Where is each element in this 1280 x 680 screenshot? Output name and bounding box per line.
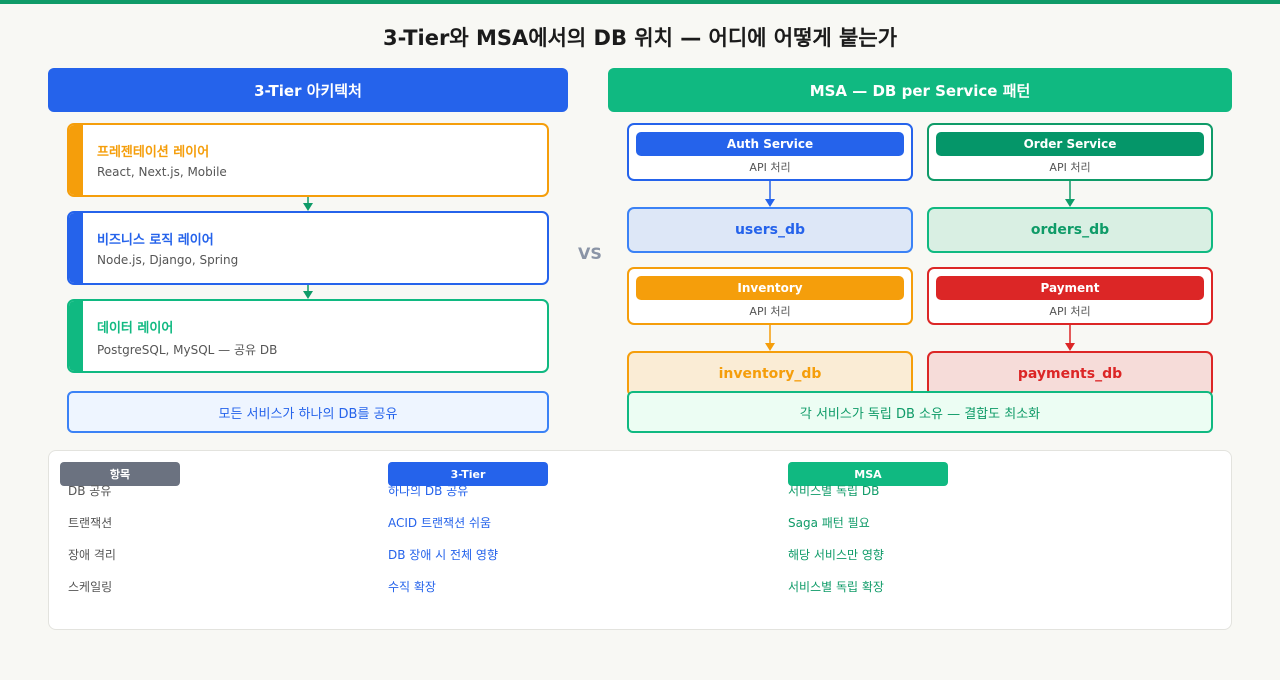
business-logic-layer-box: 비즈니스 로직 레이어 Node.js, Django, Spring [67,211,549,285]
service-name-pill: Auth Service [636,132,904,156]
shared-db-note: 모든 서비스가 하나의 DB를 공유 [67,391,549,433]
auth-to-db-arrow [765,181,775,207]
service-subtitle: API 처리 [749,161,791,174]
layer-subtitle: Node.js, Django, Spring [97,253,239,267]
table-cell-3tier: ACID 트랜잭션 쉬움 [388,516,492,530]
layer-color-bar [69,125,83,195]
three-tier-header: 3-Tier 아키텍처 [48,68,568,112]
msa-header: MSA — DB per Service 패턴 [608,68,1232,112]
table-header-msa: MSA [788,462,948,486]
order-service-box: Order Service API 처리 [927,123,1213,181]
table-cell-3tier: DB 장애 시 전체 영향 [388,548,499,562]
payment-service-box: Payment API 처리 [927,267,1213,325]
layer-title: 프레젠테이션 레이어 [97,145,210,160]
service-subtitle: API 처리 [1049,161,1091,174]
layer-color-bar [69,301,83,371]
comparison-table [48,450,1232,630]
layer-arrow [303,285,313,299]
table-cell-item: 장애 격리 [68,548,116,562]
layer-title: 데이터 레이어 [97,321,174,336]
service-subtitle: API 처리 [1049,305,1091,318]
table-cell-item: DB 공유 [68,484,112,498]
independent-db-note: 각 서비스가 독립 DB 소유 — 결합도 최소화 [627,391,1213,433]
inventory-to-db-arrow [765,325,775,351]
table-cell-msa: 해당 서비스만 영향 [788,548,884,562]
table-cell-msa: 서비스별 독립 DB [788,484,880,498]
orders-db-box: orders_db [927,207,1213,253]
layer-arrow [303,197,313,211]
table-cell-msa: Saga 패턴 필요 [788,516,870,530]
service-name-pill: Inventory [636,276,904,300]
table-header-3tier: 3-Tier [388,462,548,486]
vs-label: VS [578,244,602,263]
layer-title: 비즈니스 로직 레이어 [97,233,214,248]
inventory-service-box: Inventory API 처리 [627,267,913,325]
table-cell-item: 스케일링 [68,580,113,594]
table-cell-item: 트랜잭션 [68,516,113,530]
auth-service-box: Auth Service API 처리 [627,123,913,181]
page-title: 3-Tier와 MSA에서의 DB 위치 — 어디에 어떻게 붙는가 [382,26,898,50]
layer-subtitle: React, Next.js, Mobile [97,165,227,179]
table-cell-3tier: 수직 확장 [388,580,436,594]
data-layer-box: 데이터 레이어 PostgreSQL, MySQL — 공유 DB [67,299,549,373]
payment-to-db-arrow [1065,325,1075,351]
presentation-layer-box: 프레젠테이션 레이어 React, Next.js, Mobile [67,123,549,197]
inventory-db-box: inventory_db [627,351,913,397]
table-cell-msa: 서비스별 독립 확장 [788,580,884,594]
table-header-item: 항목 [60,462,180,486]
service-name-pill: Payment [936,276,1204,300]
top-accent-bar [0,0,1280,4]
order-to-db-arrow [1065,181,1075,207]
service-name-pill: Order Service [936,132,1204,156]
users-db-box: users_db [627,207,913,253]
table-cell-3tier: 하나의 DB 공유 [388,484,469,498]
service-subtitle: API 처리 [749,305,791,318]
layer-color-bar [69,213,83,283]
layer-subtitle: PostgreSQL, MySQL — 공유 DB [97,343,278,357]
